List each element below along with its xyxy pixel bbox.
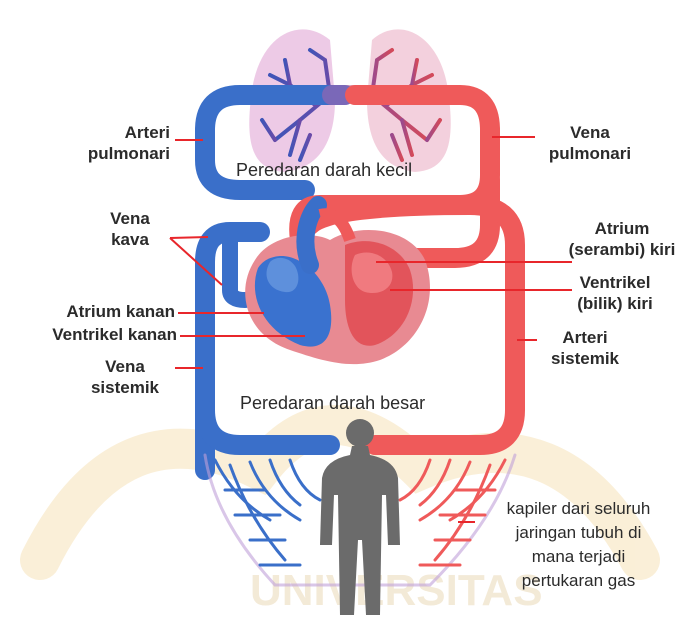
label-ventrikel-kiri-line2: (bilik) kiri	[560, 293, 670, 314]
label-vena-kava-line2: kava	[90, 229, 170, 250]
label-arteri-sistemik-line1: Arteri	[535, 327, 635, 348]
label-vena-pulmonari-line1: Vena	[535, 122, 645, 143]
label-ventrikel-kiri: Ventrikel (bilik) kiri	[560, 272, 670, 314]
systemic-circulation-title: Peredaran darah besar	[240, 393, 425, 414]
label-vena-sistemik-line2: sistemik	[75, 377, 175, 398]
label-kapiler-line3: mana terjadi	[476, 545, 681, 569]
label-vena-pulmonari: Vena pulmonari	[535, 122, 645, 164]
label-arteri-pulmonari-line2: pulmonari	[60, 143, 170, 164]
label-ventrikel-kiri-line1: Ventrikel	[560, 272, 670, 293]
label-arteri-sistemik: Arteri sistemik	[535, 327, 635, 369]
label-kapiler: kapiler dari seluruh jaringan tubuh di m…	[476, 497, 681, 593]
label-vena-kava-line1: Vena	[90, 208, 170, 229]
label-ventrikel-kanan: Ventrikel kanan	[10, 324, 177, 345]
label-kapiler-line1: kapiler dari seluruh	[476, 497, 681, 521]
label-vena-pulmonari-line2: pulmonari	[535, 143, 645, 164]
pulmonary-circulation-title: Peredaran darah kecil	[236, 160, 412, 181]
label-atrium-kiri-line2: (serambi) kiri	[562, 239, 682, 260]
label-atrium-kiri-line1: Atrium	[562, 218, 682, 239]
label-kapiler-line2: jaringan tubuh di	[476, 521, 681, 545]
label-vena-sistemik-line1: Vena	[75, 356, 175, 377]
label-arteri-pulmonari-line1: Arteri	[60, 122, 170, 143]
label-vena-sistemik: Vena sistemik	[75, 356, 175, 398]
label-atrium-kanan: Atrium kanan	[10, 301, 175, 322]
label-vena-kava: Vena kava	[90, 208, 170, 250]
label-kapiler-line4: pertukaran gas	[476, 569, 681, 593]
label-atrium-kiri: Atrium (serambi) kiri	[562, 218, 682, 260]
heart	[245, 205, 430, 364]
label-arteri-sistemik-line2: sistemik	[535, 348, 635, 369]
vena-kava-leader-1	[170, 237, 208, 238]
label-arteri-pulmonari: Arteri pulmonari	[60, 122, 170, 164]
